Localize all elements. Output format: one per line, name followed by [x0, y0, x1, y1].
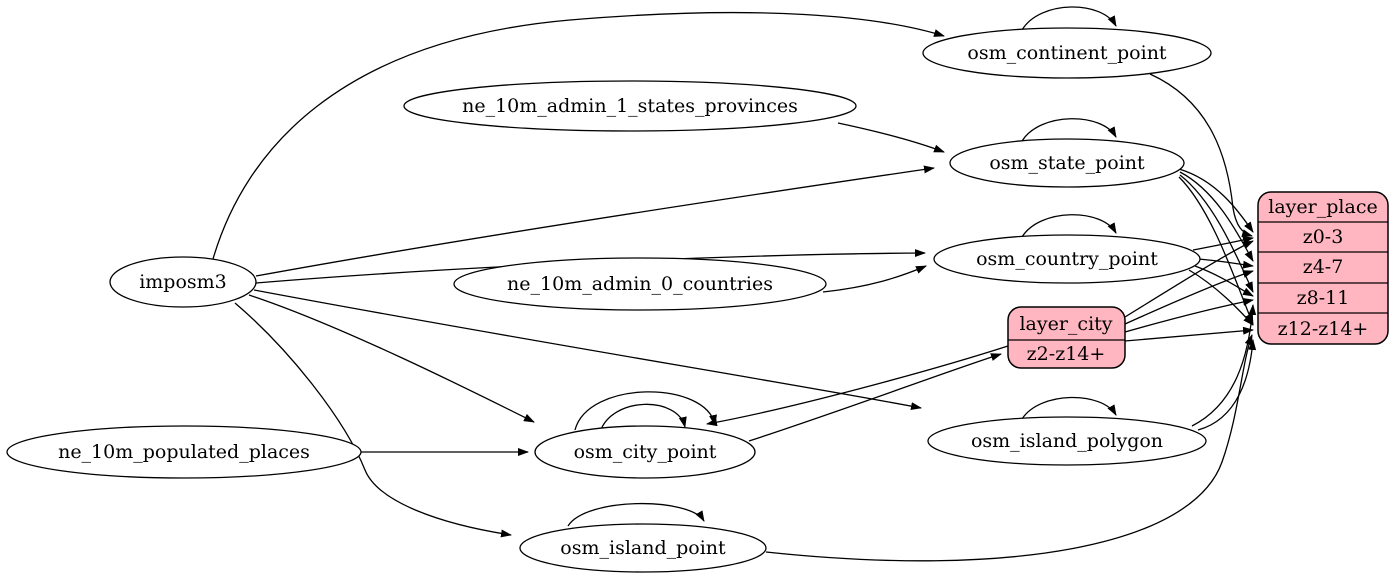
- node-ne-countries-shape: [453, 257, 827, 311]
- edge-imposm3-city: [248, 294, 535, 423]
- record-layer-place-row-z8-11: z8-11: [1297, 287, 1350, 309]
- edge-country-z0-3: [1192, 236, 1254, 251]
- edge-country-z12-z14: [1188, 269, 1254, 326]
- edge-imposm3-island-polygon: [253, 289, 922, 411]
- node-osm-country-point: osm_country_point: [933, 234, 1201, 284]
- node-imposm3: imposm3: [109, 256, 257, 308]
- node-osm-city-point: osm_city_point: [534, 425, 756, 479]
- record-layer-city-box: [1007, 306, 1126, 369]
- edge-country-z8-11: [1194, 265, 1254, 297]
- self-loop-city-inner: [599, 403, 687, 433]
- edge-state-z0-3: [1178, 168, 1254, 233]
- node-state-shape: [949, 138, 1185, 188]
- edge-imposm3-island-point: [234, 302, 512, 538]
- edge-imposm3-state: [255, 165, 935, 277]
- record-layer-place-row-z4-7: z4-7: [1303, 256, 1344, 278]
- edges: [212, 6, 1257, 562]
- edge-imposm3-continent: [212, 11, 945, 260]
- node-island-point-label: osm_island_point: [560, 537, 726, 559]
- record-layer-city-row-z2-z14: z2-z14+: [1027, 343, 1106, 365]
- edge-layer-city-z0-3: [1124, 240, 1254, 318]
- self-loop-island-polygon: [1021, 396, 1117, 420]
- record-layer-place-row-z0-3: z0-3: [1303, 226, 1344, 248]
- edge-city-layer-city: [748, 353, 1002, 442]
- node-country-shape: [933, 234, 1201, 284]
- self-loop-continent: [1021, 6, 1117, 31]
- record-layer-place-title: layer_place: [1268, 196, 1377, 218]
- node-city-shape: [534, 425, 756, 479]
- node-island-point-shape: [519, 523, 767, 573]
- record-layer-place-box: [1257, 191, 1389, 345]
- node-imposm3-shape: [109, 256, 257, 308]
- node-osm-island-polygon: osm_island_polygon: [927, 416, 1207, 466]
- edge-island-polygon-z8-11: [1191, 304, 1257, 427]
- node-ne-10m-populated-places: ne_10m_populated_places: [6, 425, 362, 479]
- edge-ne-countries-country: [822, 265, 927, 293]
- node-ne-places-label: ne_10m_populated_places: [58, 441, 310, 463]
- node-imposm3-label: imposm3: [139, 271, 227, 293]
- node-ne-places-shape: [6, 425, 362, 479]
- self-loop-city-outer: [574, 391, 717, 431]
- self-loop-island-point: [567, 502, 705, 527]
- edge-island-point-z12-z14: [765, 334, 1253, 562]
- node-ne-10m-admin-0-countries: ne_10m_admin_0_countries: [453, 257, 827, 311]
- self-loop-state: [1021, 118, 1117, 142]
- node-continent-label: osm_continent_point: [967, 42, 1167, 64]
- record-layer-place: layer_place z0-3 z4-7 z8-11 z12-z14+: [1257, 191, 1389, 345]
- node-ne-countries-label: ne_10m_admin_0_countries: [507, 273, 773, 295]
- edge-ne-states-state: [837, 122, 945, 153]
- node-continent-shape: [922, 27, 1212, 79]
- record-layer-place-row-z12-z14: z12-z14+: [1278, 318, 1369, 340]
- node-ne-states-shape: [403, 80, 857, 132]
- edge-continent-z0-3: [1149, 73, 1253, 237]
- node-osm-island-point: osm_island_point: [519, 523, 767, 573]
- edge-country-z4-7: [1197, 258, 1254, 269]
- record-layer-city-title: layer_city: [1019, 313, 1112, 335]
- node-osm-state-point: osm_state_point: [949, 138, 1185, 188]
- self-loop-country: [1021, 214, 1117, 238]
- node-ne-states-label: ne_10m_admin_1_states_provinces: [462, 95, 798, 117]
- edge-layer-city-z12-z14: [1124, 326, 1254, 342]
- edge-layer-city-z8-11: [1124, 298, 1254, 333]
- edge-state-z8-11: [1179, 174, 1254, 293]
- node-island-polygon-label: osm_island_polygon: [971, 430, 1163, 452]
- node-island-polygon-shape: [927, 416, 1207, 466]
- edge-state-z4-7: [1179, 171, 1254, 262]
- record-layer-city: layer_city z2-z14+: [1007, 306, 1126, 369]
- edge-layer-city-city: [706, 345, 1009, 427]
- edge-state-z12-z14: [1178, 176, 1254, 325]
- node-city-label: osm_city_point: [574, 441, 717, 463]
- edge-layer-city-z4-7: [1124, 270, 1254, 325]
- node-ne-10m-admin-1-states-provinces: ne_10m_admin_1_states_provinces: [403, 80, 857, 132]
- node-state-label: osm_state_point: [989, 152, 1145, 174]
- node-country-label: osm_country_point: [976, 248, 1158, 270]
- node-osm-continent-point: osm_continent_point: [922, 27, 1212, 79]
